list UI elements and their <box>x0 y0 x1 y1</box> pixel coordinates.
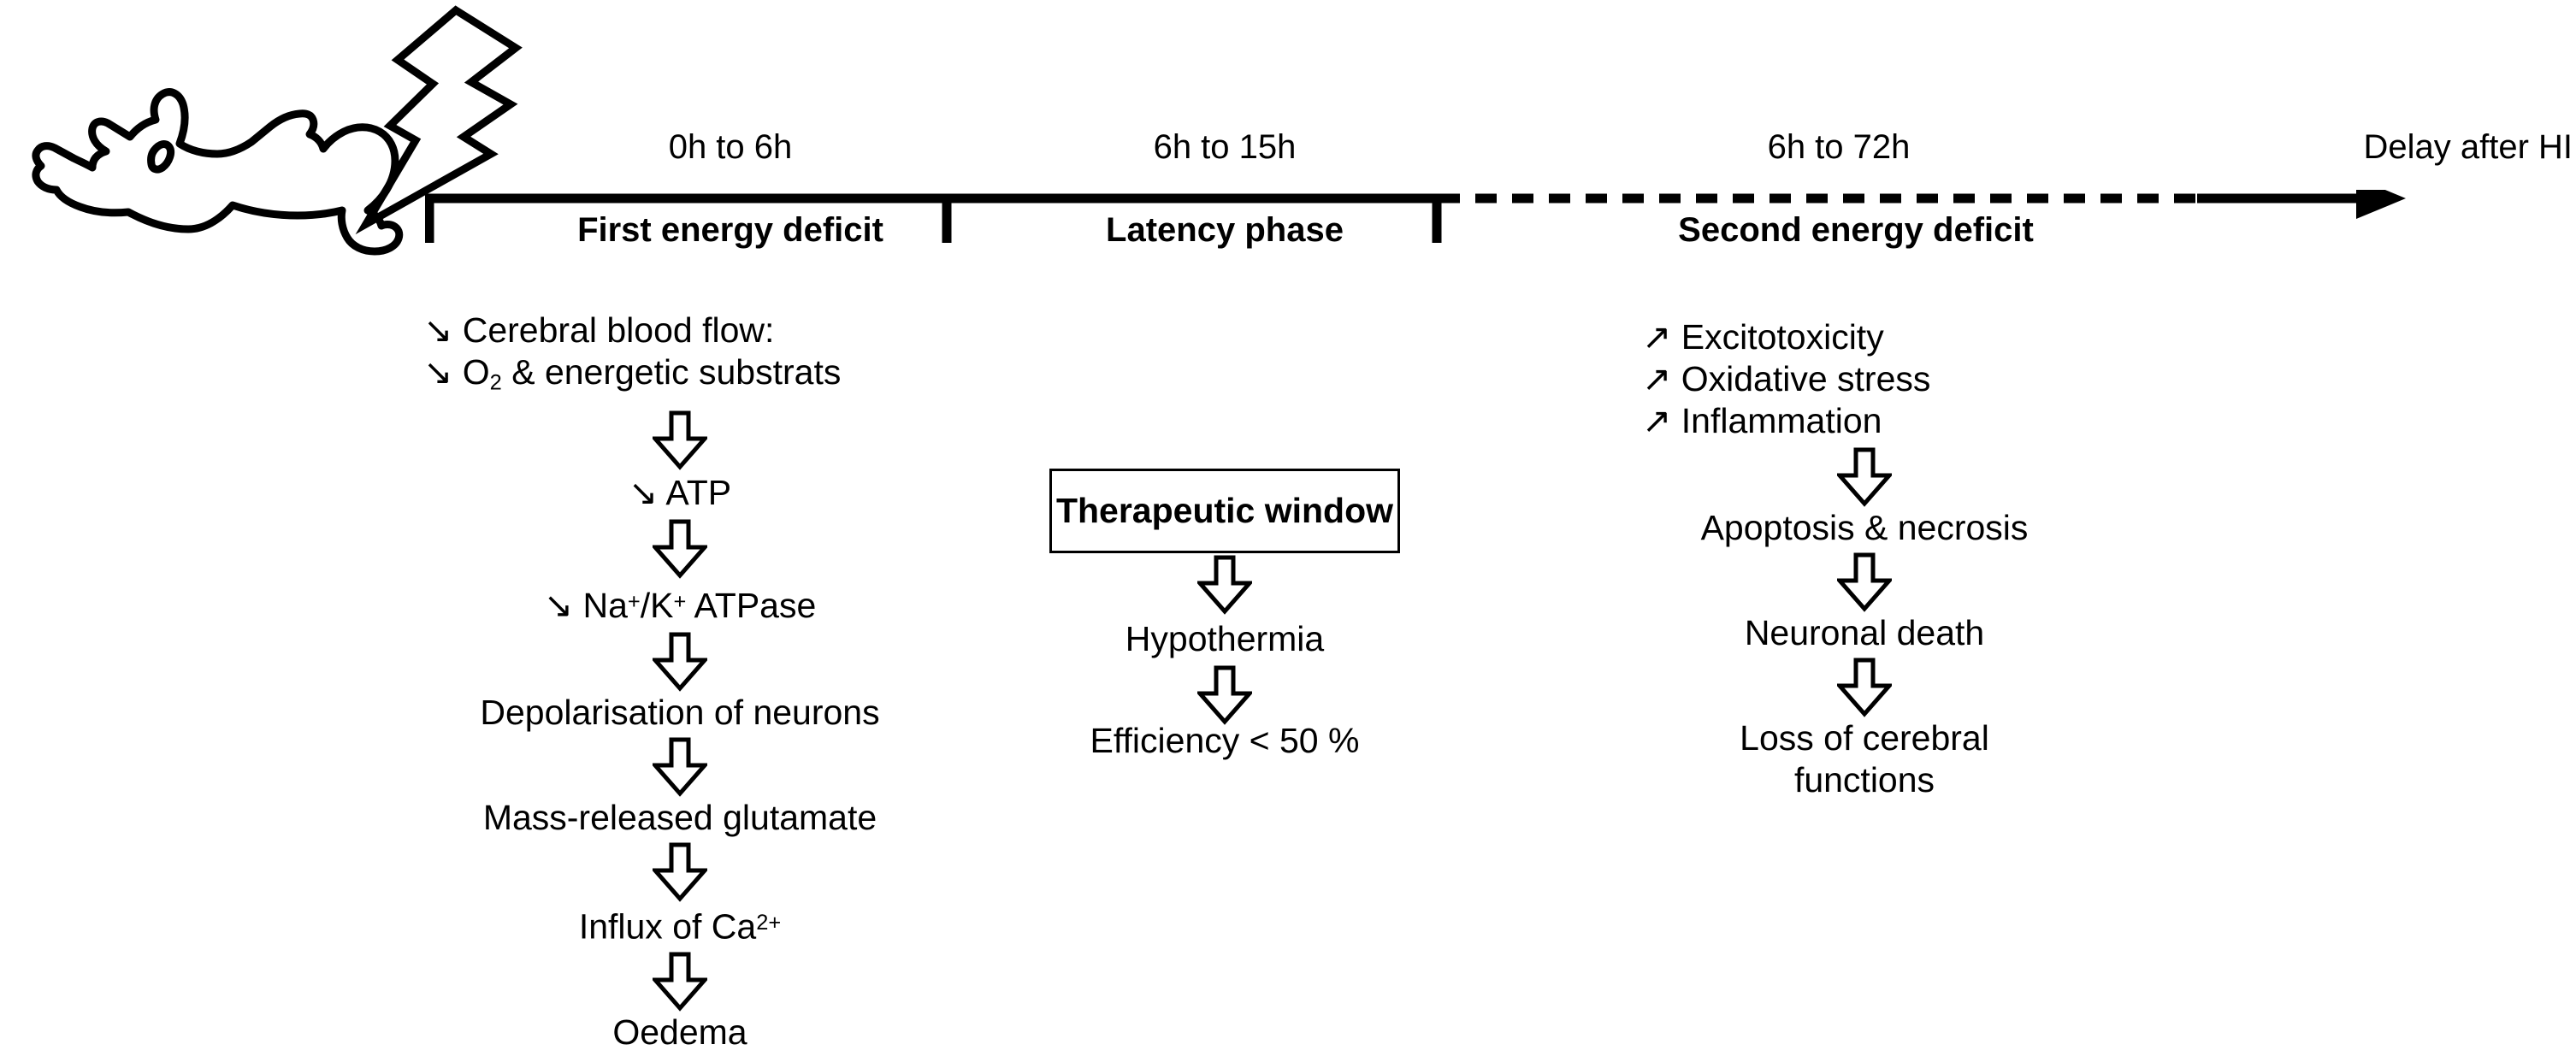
down-block-arrow-icon <box>653 410 707 471</box>
timeline-axis <box>424 178 2418 250</box>
down-block-arrow-icon <box>1197 665 1252 725</box>
down-right-arrow-glyph: ↘ <box>423 352 453 392</box>
down-block-arrow-icon <box>653 737 707 797</box>
therapeutic-window-label: Therapeutic window <box>1055 491 1394 530</box>
axis-end-label: Delay after HI <box>2363 128 2573 166</box>
phase-name-first: First energy deficit <box>577 211 883 249</box>
cascade-item-atp: ↘ ATP <box>628 473 732 513</box>
lightning-bolt-icon <box>355 5 523 235</box>
down-block-arrow-icon <box>653 842 707 902</box>
down-block-arrow-icon <box>1197 555 1252 615</box>
cascade-item-cerebral-blood-flow: ↘ Cerebral blood flow: <box>423 310 775 350</box>
down-block-arrow-icon <box>1837 658 1892 717</box>
piglet-outline-icon <box>32 88 404 256</box>
phase-duration-latency: 6h to 15h <box>1153 128 1297 166</box>
cascade-item-depolarisation: Depolarisation of neurons <box>480 693 880 733</box>
cascade-item-na-k-atpase: ↘ Na+/K+ ATPase <box>544 581 817 627</box>
superscript-2plus: 2+ <box>756 911 782 935</box>
down-right-arrow-glyph: ↘ <box>543 586 574 626</box>
cascade-item-neuronal-death: Neuronal death <box>1744 613 1985 652</box>
cascade-item-o2-substrats-text: O2 & energetic substrats <box>462 352 842 395</box>
cascade-column-latency-phase: Therapeutic window Hypothermia Efficienc… <box>1011 469 1439 762</box>
cascade-item-excitotoxicity: ↗ Excitotoxicity <box>1642 317 1884 357</box>
axis-arrowhead <box>2356 178 2406 219</box>
cascade-item-o2-substrats: ↘ O2 & energetic substrats <box>423 351 841 404</box>
cascade-item-oxidative-stress: ↗ Oxidative stress <box>1642 359 1931 398</box>
superscript-plus: + <box>673 589 687 614</box>
down-block-arrow-icon <box>653 952 707 1012</box>
down-block-arrow-icon <box>1837 447 1892 507</box>
cascade-item-hypothermia: Hypothermia <box>1125 619 1325 658</box>
phase-duration-second: 6h to 72h <box>1767 128 1911 166</box>
cascade-item-efficiency: Efficiency < 50 % <box>1090 721 1360 760</box>
down-block-arrow-icon <box>653 519 707 580</box>
cascade-item-inflammation: ↗ Inflammation <box>1642 401 1882 440</box>
cascade-column-second-energy-deficit: ↗ Excitotoxicity ↗ Oxidative stress ↗ In… <box>1642 316 2087 801</box>
down-block-arrow-icon <box>1837 552 1892 612</box>
hypoxia-event-artwork <box>0 0 547 282</box>
phase-name-second: Second energy deficit <box>1678 211 2034 249</box>
cascade-item-apoptosis-necrosis: Apoptosis & necrosis <box>1700 508 2029 547</box>
therapeutic-window-box: Therapeutic window <box>1049 469 1400 553</box>
superscript-plus: + <box>627 589 641 614</box>
cascade-item-na-k-atpase-text: Na+/K+ ATPase <box>582 586 817 626</box>
subscript-2: 2 <box>489 370 502 395</box>
cascade-item-calcium-influx: Influx of Ca2+ <box>578 906 782 947</box>
cascade-column-first-energy-deficit: ↘ Cerebral blood flow: ↘ O2 & energetic … <box>423 310 936 1053</box>
down-block-arrow-icon <box>653 632 707 692</box>
cascade-item-glutamate: Mass-released glutamate <box>482 798 877 838</box>
cascade-item-oedema: Oedema <box>612 1012 747 1052</box>
cascade-item-loss-cerebral-functions: Loss of cerebral functions <box>1740 718 1989 799</box>
phase-duration-first: 0h to 6h <box>668 128 793 166</box>
phase-name-latency: Latency phase <box>1106 211 1344 249</box>
